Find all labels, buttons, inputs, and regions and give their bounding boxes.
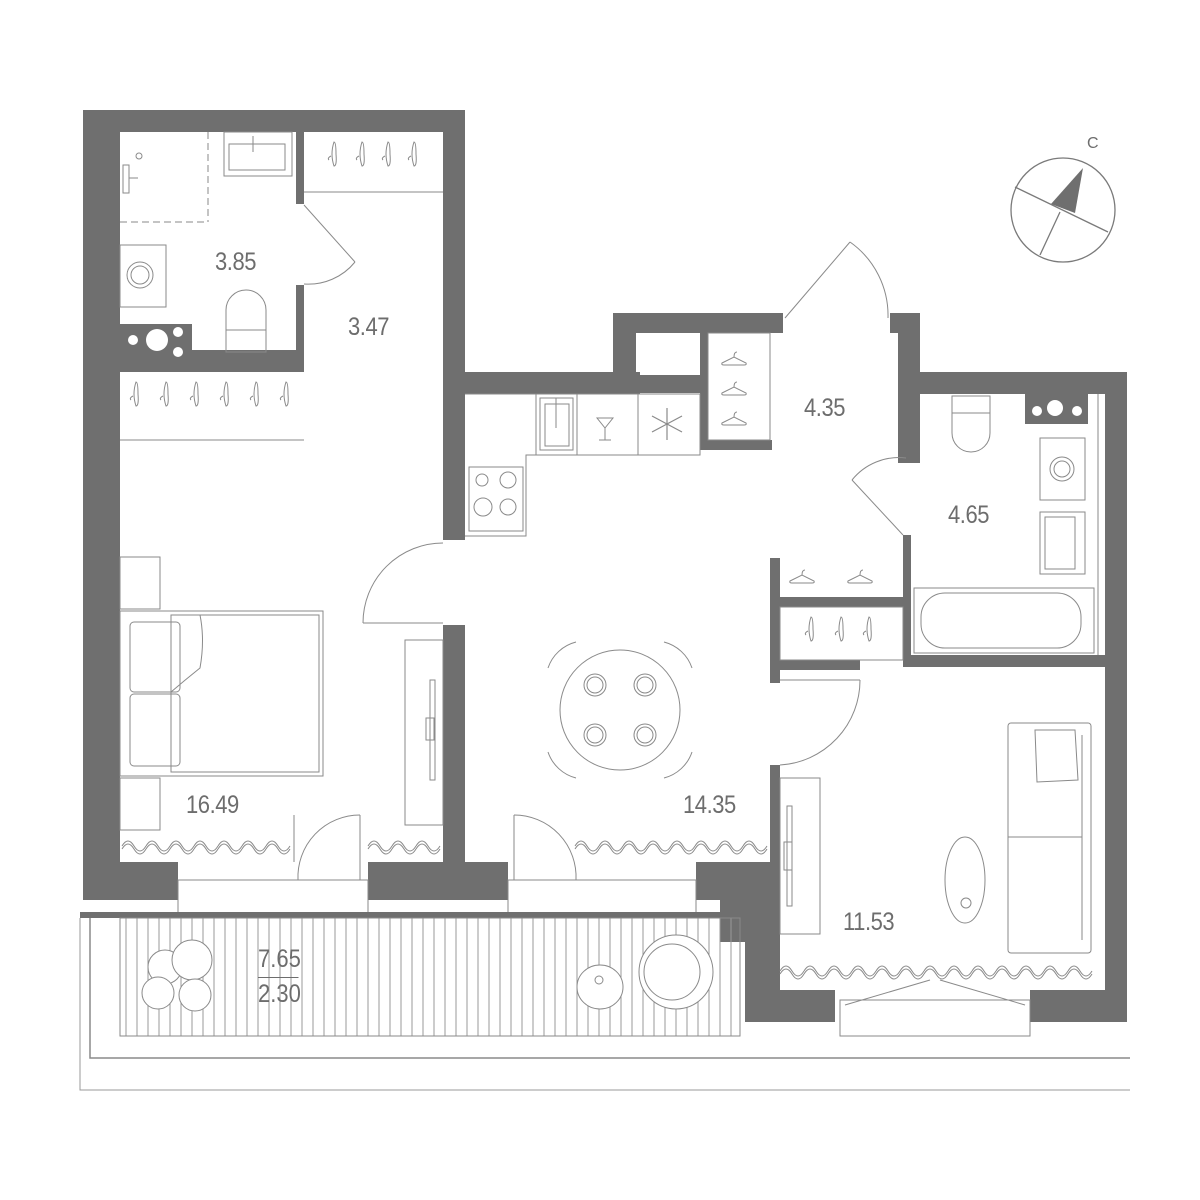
monstera-plant-icon [141, 939, 213, 1012]
kitchen-dining [465, 393, 701, 881]
area-label-entrance-hall: 4.35 [804, 394, 846, 422]
entrance-hall [641, 241, 907, 661]
living-curtain [779, 965, 1093, 980]
area-label-bedroom: 16.49 [186, 791, 239, 819]
bedroom [119, 381, 444, 881]
area-label-kitchen-dining: 14.35 [683, 791, 736, 819]
armchair-icon [638, 934, 714, 1010]
balcony [79, 912, 1130, 1091]
utility-riser-icon [1032, 400, 1082, 416]
compass-north-arrow-icon [1010, 157, 1116, 263]
balcony-area: 7.65 [258, 945, 301, 973]
bathroom-2 [913, 394, 1099, 655]
bedroom-curtain [121, 840, 441, 855]
side-table-icon [576, 964, 624, 1010]
wardrobe-hallway [304, 141, 443, 193]
snowflake-fridge-icon [651, 408, 683, 440]
utility-riser-icon [641, 342, 691, 358]
area-label-bathroom-2: 4.65 [948, 501, 990, 529]
windows [177, 879, 697, 915]
walls [83, 110, 1127, 1022]
utility-riser-icon [128, 327, 183, 357]
area-label-bathroom-1: 3.85 [215, 248, 257, 276]
balcony-reduced-area: 2.30 [258, 980, 301, 1008]
living-room [779, 679, 1092, 1037]
compass-north-letter: С [1087, 135, 1099, 152]
fraction-bar [258, 977, 299, 978]
bathroom-1 [119, 131, 356, 353]
kitchen-curtain [574, 840, 768, 855]
balcony-area-fraction: 7.65 2.30 [258, 945, 301, 1008]
area-label-living-room: 11.53 [843, 908, 895, 936]
area-label-hallway: 3.47 [348, 313, 390, 341]
